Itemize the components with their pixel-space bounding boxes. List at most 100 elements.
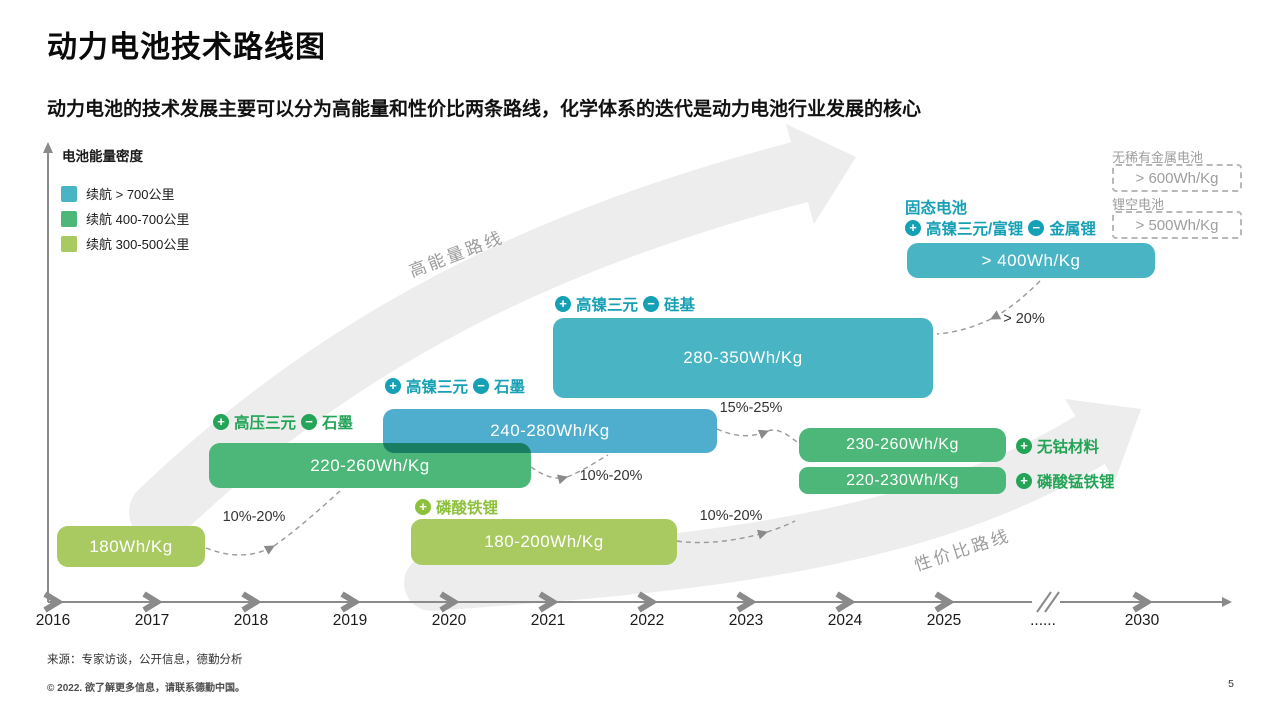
future-box-li-air: > 500Wh/Kg <box>1112 211 1242 239</box>
timeline-chevron <box>439 591 460 613</box>
future-box-no-rare-metal: > 600Wh/Kg <box>1112 164 1242 192</box>
transition-arrow-1 <box>205 545 275 556</box>
plus-icon: + <box>415 499 431 515</box>
timeline-year: 2022 <box>629 612 665 629</box>
transition-label-1: 10%-20% <box>222 509 286 525</box>
transition-arrows <box>205 280 1041 556</box>
timeline-chevron <box>934 591 955 613</box>
transition-arrow-4b <box>766 520 796 533</box>
plus-icon: + <box>555 296 571 312</box>
legend-swatch-teal <box>61 185 77 202</box>
timeline-year: 2018 <box>233 612 269 629</box>
transition-label-3: 15%-25% <box>719 400 783 416</box>
transition-arrow-2b <box>566 454 609 478</box>
transition-arrow-3 <box>716 428 769 440</box>
timeline-chevron <box>241 591 262 613</box>
transition-arrow-2 <box>530 466 568 485</box>
chem-plus-material: 磷酸铁锂 <box>436 500 499 517</box>
minus-icon: − <box>301 414 318 430</box>
transition-label-5: > 20% <box>1003 311 1045 327</box>
plus-icon: + <box>1016 438 1032 454</box>
chem-minus-material: 石墨 <box>494 379 526 396</box>
chem-minus-material: 石墨 <box>322 415 354 432</box>
chem-label-no-cobalt: + 无钴材料 <box>1016 435 1099 457</box>
bar-gt-400whkg: > 400Wh/Kg <box>907 243 1155 278</box>
legend-swatch-lime <box>61 235 77 252</box>
chem-plus-material: 高镍三元 <box>406 379 469 396</box>
minus-icon: − <box>473 378 490 394</box>
chem-plus-material: 无钴材料 <box>1037 439 1100 456</box>
legend-label: 续航 400-700公里 <box>86 212 190 227</box>
chem-label-solid-state: + 高镍三元/富锂 − 金属锂 <box>905 217 1096 239</box>
timeline-chevron <box>538 591 559 613</box>
transition-arrow-5 <box>990 280 1041 320</box>
timeline-chevron <box>1132 591 1153 613</box>
minus-icon: − <box>1028 220 1045 236</box>
high-energy-route-arrow <box>129 124 856 543</box>
bar-230-260whkg: 230-260Wh/Kg <box>799 428 1006 462</box>
x-axis <box>48 597 1232 607</box>
axis-break <box>1032 591 1060 613</box>
bar-240-280whkg: 240-280Wh/Kg <box>383 409 717 453</box>
legend-item-range-400-700: 续航 400-700公里 <box>61 209 189 228</box>
copyright-note: © 2022. 欲了解更多信息，请联系德勤中国。 <box>47 683 245 694</box>
timeline-chevron <box>736 591 757 613</box>
solid-state-battery-title: 固态电池 <box>905 200 968 217</box>
timeline-year: 2030 <box>1124 612 1160 629</box>
timeline-year: 2020 <box>431 612 467 629</box>
chem-label-220-260: + 高压三元 − 石墨 <box>213 411 353 433</box>
timeline-chevron <box>340 591 361 613</box>
timeline-year: 2024 <box>827 612 863 629</box>
transition-arrow-4 <box>676 529 768 544</box>
bar-220-230whkg: 220-230Wh/Kg <box>799 467 1006 494</box>
timeline-year: 2016 <box>35 612 71 629</box>
timeline-year: 2021 <box>530 612 566 629</box>
legend-label: 续航 300-500公里 <box>86 237 190 252</box>
chem-label-180-200: + 磷酸铁锂 <box>415 496 498 518</box>
chem-plus-material: 高镍三元 <box>576 297 639 314</box>
page-number: 5 <box>1228 678 1234 690</box>
plus-icon: + <box>905 220 921 236</box>
plus-icon: + <box>385 378 401 394</box>
timeline-chevron <box>43 591 64 613</box>
legend-swatch-green <box>61 210 77 227</box>
timeline-year: 2017 <box>134 612 170 629</box>
chem-minus-material: 金属锂 <box>1049 221 1096 238</box>
source-note: 来源：专家访谈，公开信息，德勤分析 <box>47 654 243 666</box>
transition-arrow-5b <box>936 318 992 335</box>
legend-label: 续航 > 700公里 <box>86 187 175 202</box>
y-axis-label: 电池能量密度 <box>62 149 143 164</box>
legend-item-range-300-500: 续航 300-500公里 <box>61 234 189 253</box>
chem-plus-material: 磷酸锰铁锂 <box>1037 474 1115 491</box>
bar-280-350whkg: 280-350Wh/Kg <box>553 318 933 398</box>
page-title: 动力电池技术路线图 <box>47 31 326 64</box>
bar-180-200whkg: 180-200Wh/Kg <box>411 519 677 565</box>
future-label-no-rare-metal: 无稀有金属电池 <box>1112 150 1204 165</box>
y-axis <box>43 142 53 602</box>
timeline-chevron <box>835 591 856 613</box>
chem-label-lmfp: + 磷酸锰铁锂 <box>1016 470 1115 492</box>
timeline-ellipsis: ...... <box>1030 612 1056 629</box>
plus-icon: + <box>1016 473 1032 489</box>
plus-icon: + <box>213 414 229 430</box>
bar-180whkg: 180Wh/Kg <box>57 526 205 567</box>
future-label-li-air: 锂空电池 <box>1112 197 1165 212</box>
cost-route-arrow <box>404 399 1141 611</box>
timeline-year: 2023 <box>728 612 764 629</box>
legend-item-range-700: 续航 > 700公里 <box>61 184 175 203</box>
chem-plus-material: 高压三元 <box>234 415 297 432</box>
chem-label-280-350: + 高镍三元 − 硅基 <box>555 293 695 315</box>
timeline-chevron <box>637 591 658 613</box>
timeline-year: 2019 <box>332 612 368 629</box>
timeline-chevrons <box>43 591 1153 613</box>
chem-label-240-280: + 高镍三元 − 石墨 <box>385 375 525 397</box>
minus-icon: − <box>643 296 660 312</box>
chem-minus-material: 硅基 <box>664 297 696 314</box>
transition-label-4: 10%-20% <box>699 508 763 524</box>
transition-label-2: 10%-20% <box>579 468 643 484</box>
transition-arrow-3b <box>767 429 798 443</box>
timeline-chevron <box>142 591 163 613</box>
timeline-year: 2025 <box>926 612 962 629</box>
